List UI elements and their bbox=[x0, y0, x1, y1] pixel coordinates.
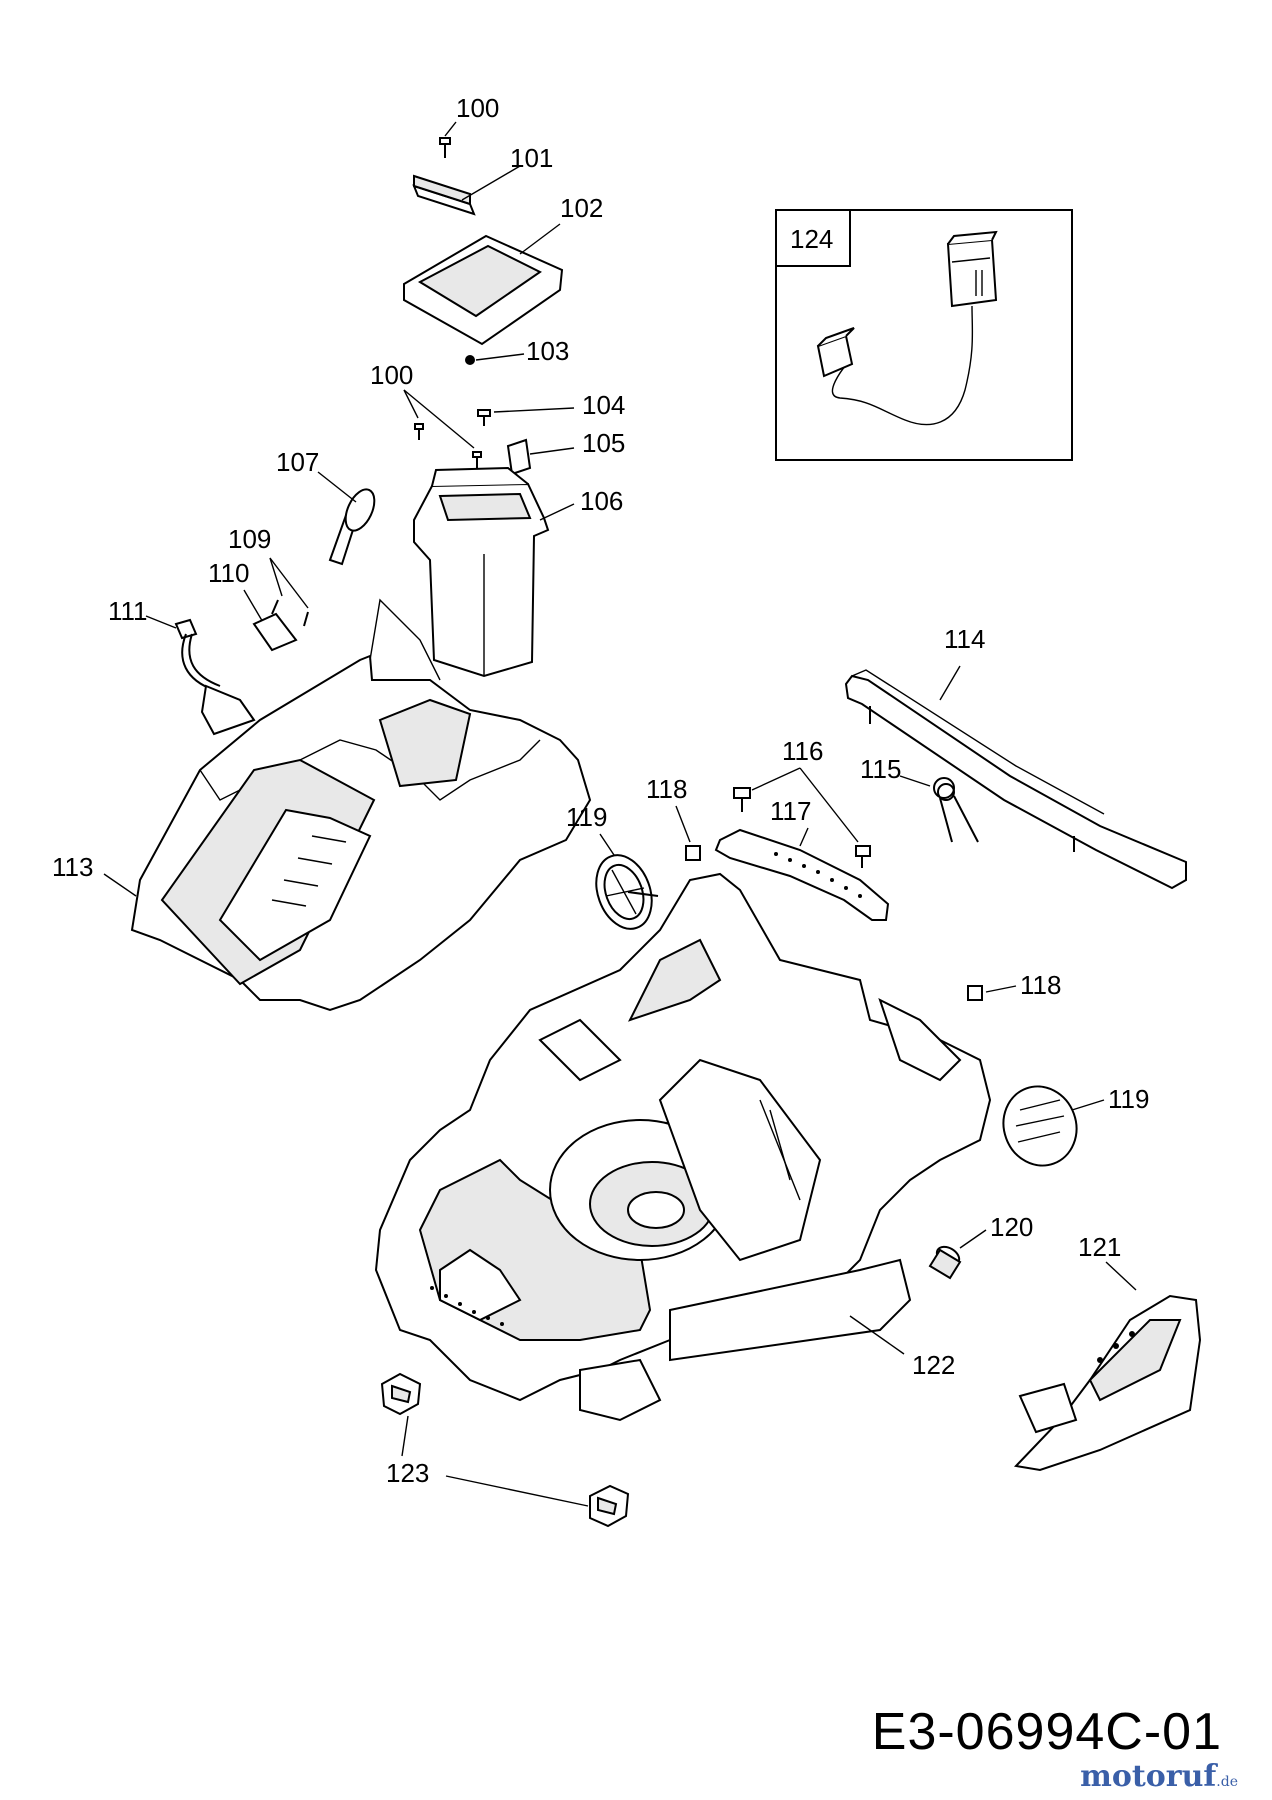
part-107-key bbox=[317, 471, 376, 566]
part-119-wheel-left bbox=[595, 854, 659, 930]
callout-104: 104 bbox=[582, 390, 625, 420]
callout-107: 107 bbox=[276, 447, 319, 477]
callout-100-lower: 100 bbox=[370, 360, 413, 390]
callout-116: 116 bbox=[782, 736, 823, 766]
part-114-handle bbox=[844, 665, 1187, 890]
screw-100-top bbox=[439, 121, 457, 158]
part-122-deck bbox=[374, 872, 992, 1422]
callout-119-right: 119 bbox=[1108, 1084, 1149, 1114]
part-102-lid bbox=[403, 223, 564, 346]
callout-105: 105 bbox=[582, 428, 625, 458]
part-123-clip-upper bbox=[380, 1372, 422, 1416]
callout-102: 102 bbox=[560, 193, 603, 223]
callout-103: 103 bbox=[526, 336, 569, 366]
callout-122: 122 bbox=[912, 1350, 955, 1380]
callout-118-left: 118 bbox=[646, 774, 687, 804]
part-106-battery-box bbox=[413, 466, 575, 678]
callout-100-top: 100 bbox=[456, 93, 499, 123]
callout-121: 121 bbox=[1078, 1232, 1121, 1262]
part-117-grip bbox=[714, 828, 890, 921]
callout-117: 117 bbox=[770, 796, 811, 826]
brand-logo: motoruf.de bbox=[1080, 1759, 1238, 1794]
callout-118-right: 118 bbox=[1020, 970, 1061, 1000]
callout-123: 123 bbox=[386, 1458, 429, 1488]
drawing-code: E3-06994C-01 bbox=[871, 1703, 1222, 1761]
part-120-bolt bbox=[928, 1245, 962, 1280]
callout-114: 114 bbox=[944, 624, 985, 654]
callout-115: 115 bbox=[860, 754, 901, 784]
callout-111: 111 bbox=[108, 596, 148, 626]
part-121-deflector bbox=[1013, 1294, 1202, 1472]
part-123-clip-lower bbox=[589, 1484, 630, 1528]
charger-inset: 124 bbox=[775, 209, 1073, 461]
callout-101: 101 bbox=[510, 143, 553, 173]
brand-tld: .de bbox=[1216, 1774, 1238, 1790]
part-119-wheel-right bbox=[1002, 1085, 1078, 1167]
callout-110: 110 bbox=[208, 558, 249, 588]
part-113-upper-housing bbox=[103, 598, 592, 1012]
callout-119-left: 119 bbox=[566, 802, 607, 832]
callout-113: 113 bbox=[52, 852, 93, 882]
brand-name: motoruf bbox=[1080, 1759, 1217, 1794]
callout-124: 124 bbox=[790, 224, 833, 254]
callout-120: 120 bbox=[990, 1212, 1033, 1242]
part-101-clip bbox=[412, 165, 521, 216]
callout-109: 109 bbox=[228, 524, 271, 554]
callout-106: 106 bbox=[580, 486, 623, 516]
